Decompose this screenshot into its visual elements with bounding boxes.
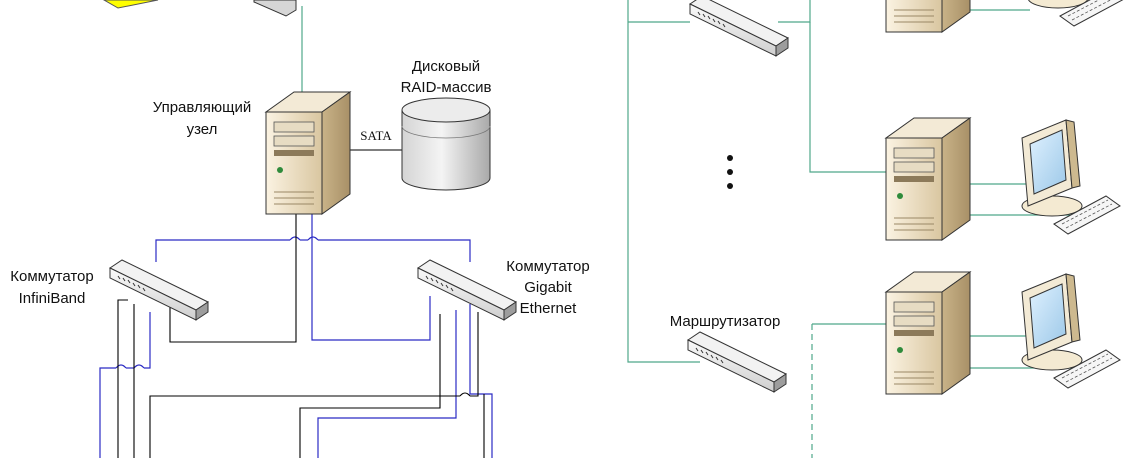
disk-array-label: Дисковый — [412, 58, 480, 75]
infiniband-switch-label: Коммутатор — [10, 268, 93, 285]
lightning-icon — [102, 0, 159, 9]
gigabit-switch-label-3: Ethernet — [520, 300, 578, 317]
control-node-server-icon — [265, 91, 351, 215]
infiniband-switch-icon — [109, 259, 209, 321]
ethernet-links — [117, 196, 485, 458]
disk-array-label-2: RAID-массив — [401, 79, 492, 96]
disk-array-icon — [401, 97, 491, 191]
compute-node-2-workstation-icon — [1021, 119, 1121, 235]
infiniband-switch-label-2: InfiniBand — [19, 290, 86, 307]
gigabit-switch-icon — [417, 259, 517, 321]
compute-node-1-workstation-icon — [1027, 0, 1127, 27]
gigabit-switch-label-2: Gigabit — [524, 279, 572, 296]
compute-node-2-server-icon — [885, 117, 971, 241]
compute-node-1-server-icon — [885, 0, 971, 33]
compute-node-3-workstation-icon — [1021, 273, 1121, 389]
router-label: Маршрутизатор — [670, 313, 781, 330]
control-node-label: Управляющий — [153, 99, 252, 116]
top-switch-icon — [253, 0, 297, 17]
router-icon — [687, 331, 787, 393]
compute-node-3-server-icon — [885, 271, 971, 395]
lan-switch-icon — [689, 0, 789, 57]
control-node-label-2: узел — [187, 121, 218, 138]
sata-label: SATA — [360, 128, 392, 143]
more-nodes-ellipsis — [727, 155, 733, 189]
gigabit-switch-label: Коммутатор — [506, 258, 589, 275]
infiniband-links — [99, 196, 493, 458]
